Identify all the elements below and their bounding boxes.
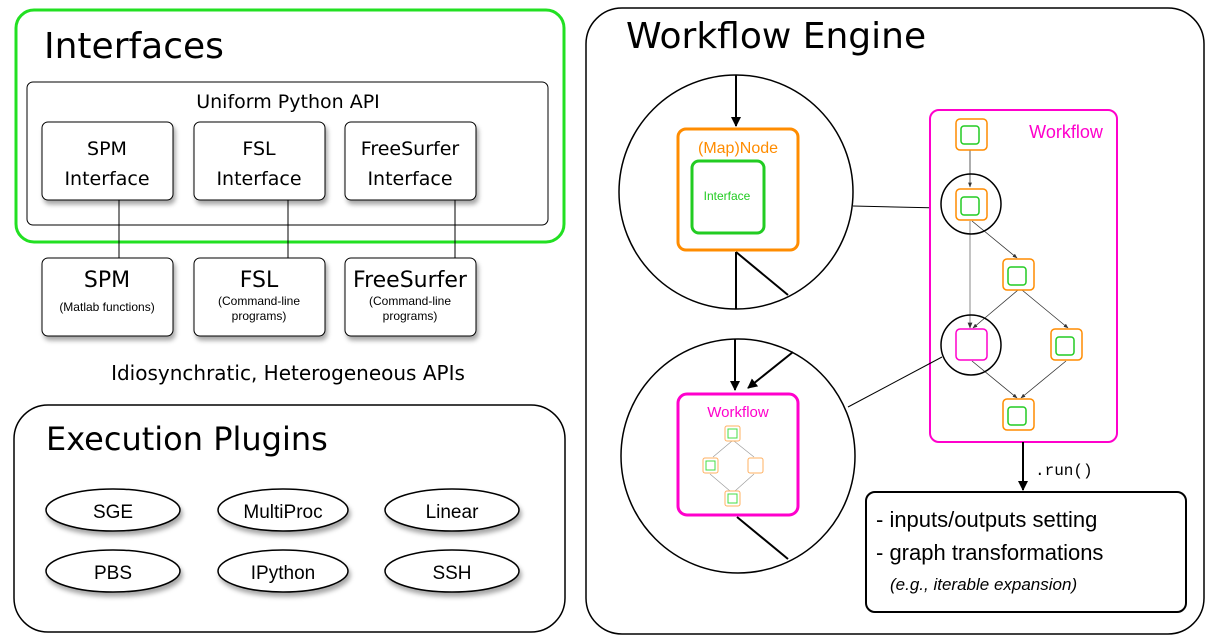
freesurfer-tool-desc2: programs) — [383, 309, 438, 323]
fsl-interface-line2: Interface — [216, 168, 301, 190]
spm-tool-desc: (Matlab functions) — [59, 300, 154, 314]
mini-node-4 — [724, 490, 741, 507]
plugin-ipython: IPython — [217, 549, 349, 593]
spm-interface-box: SPM Interface — [41, 121, 174, 201]
plugin-ssh: SSH — [384, 549, 520, 593]
plugin-linear-label: Linear — [426, 502, 479, 523]
highlight-circle-node — [940, 173, 1002, 235]
freesurfer-tool-box: FreeSurfer (Command-line programs) — [344, 257, 477, 337]
mapnode-output-line-2 — [735, 251, 789, 296]
run-box-line3: (e.g., iterable expansion) — [890, 575, 1077, 594]
heterogeneous-apis-caption: Idiosynchratic, Heterogeneous APIs — [111, 361, 465, 385]
fsl-interface-line1: FSL — [242, 138, 276, 160]
plugins-title: Execution Plugins — [46, 420, 328, 458]
freesurfer-interface-line1: FreeSurfer — [361, 138, 460, 160]
interfaces-panel: Interfaces Uniform Python API SPM Interf… — [14, 8, 566, 258]
plugin-multiproc: MultiProc — [217, 488, 349, 532]
tool-boxes: SPM (Matlab functions) FSL (Command-line… — [41, 257, 477, 385]
workflow-subworkflow-node — [955, 328, 988, 361]
spm-interface-line2: Interface — [64, 168, 149, 190]
workflow-zoom-circle: Workflow — [620, 338, 856, 574]
mini-node-2 — [702, 457, 719, 474]
interface-box — [690, 159, 766, 235]
zoom-connector-line-1 — [852, 205, 942, 209]
freesurfer-tool-desc1: (Command-line — [369, 294, 451, 308]
plugin-ipython-label: IPython — [251, 563, 315, 584]
mini-edge-4 — [734, 473, 755, 492]
plugin-pbs: PBS — [45, 549, 181, 593]
edge-n4-n5 — [1020, 360, 1067, 399]
mini-node-3 — [747, 457, 764, 474]
subworkflow-input-arrow-2 — [747, 351, 794, 389]
spm-tool-name: SPM — [84, 268, 130, 293]
fsl-tool-box: FSL (Command-line programs) — [193, 257, 326, 337]
workflow-engine-panel: Workflow Engine (Map)Node Interface Work… — [585, 7, 1205, 635]
fsl-interface-box: FSL Interface — [193, 121, 326, 201]
workflow-node-1 — [955, 118, 988, 151]
plugin-multiproc-label: MultiProc — [243, 502, 322, 523]
edge-n3-n4 — [1021, 289, 1069, 329]
fsl-tool-desc2: programs) — [232, 309, 287, 323]
fsl-tool-name: FSL — [240, 268, 279, 293]
mini-edge-2 — [733, 440, 755, 458]
mapnode-zoom-circle: (Map)Node Interface — [618, 74, 854, 310]
subworkflow-output-line — [736, 516, 789, 560]
zoom-connector-line-2 — [847, 356, 943, 408]
spm-interface-line1: SPM — [87, 138, 127, 160]
interfaces-title: Interfaces — [44, 26, 224, 67]
run-box-line1: - inputs/outputs setting — [876, 507, 1097, 532]
workflow-node-5 — [1002, 398, 1035, 431]
plugin-sge-label: SGE — [93, 502, 133, 523]
spm-tool-box: SPM (Matlab functions) — [41, 257, 174, 337]
run-box: - inputs/outputs setting - graph transfo… — [865, 491, 1187, 613]
workflow-node-3 — [1002, 258, 1035, 291]
plugin-pbs-label: PBS — [94, 563, 132, 584]
edge-wf-n5 — [971, 360, 1018, 399]
workflow-node-4 — [1050, 328, 1083, 361]
freesurfer-interface-line2: Interface — [367, 168, 452, 190]
freesurfer-tool-name: FreeSurfer — [353, 268, 468, 293]
mini-edge-3 — [709, 473, 731, 492]
fsl-tool-desc1: (Command-line — [218, 294, 300, 308]
engine-title: Workflow Engine — [626, 16, 926, 57]
mapnode-label: (Map)Node — [698, 140, 778, 157]
plugin-sge: SGE — [45, 488, 181, 532]
edge-n2-n3 — [971, 220, 1018, 259]
plugins-panel: Execution Plugins SGE MultiProc Linear P… — [13, 404, 566, 633]
run-label: .run() — [1035, 462, 1093, 480]
plugin-ssh-label: SSH — [432, 563, 471, 584]
edge-n3-wf — [972, 289, 1019, 329]
nested-workflow-label: Workflow — [707, 404, 769, 421]
mini-node-1 — [724, 425, 741, 442]
workflow-box: Workflow — [929, 109, 1118, 443]
highlight-circle-subworkflow — [940, 314, 1002, 376]
uniform-api-label: Uniform Python API — [196, 91, 380, 113]
freesurfer-interface-box: FreeSurfer Interface — [344, 121, 477, 201]
mini-edge-1 — [712, 440, 733, 458]
workflow-label: Workflow — [1029, 122, 1104, 142]
interface-label: Interface — [704, 189, 751, 203]
run-box-line2: - graph transformations — [876, 540, 1103, 565]
nested-workflow-box — [676, 392, 800, 517]
workflow-node-2 — [955, 188, 988, 221]
plugin-linear: Linear — [384, 488, 520, 532]
